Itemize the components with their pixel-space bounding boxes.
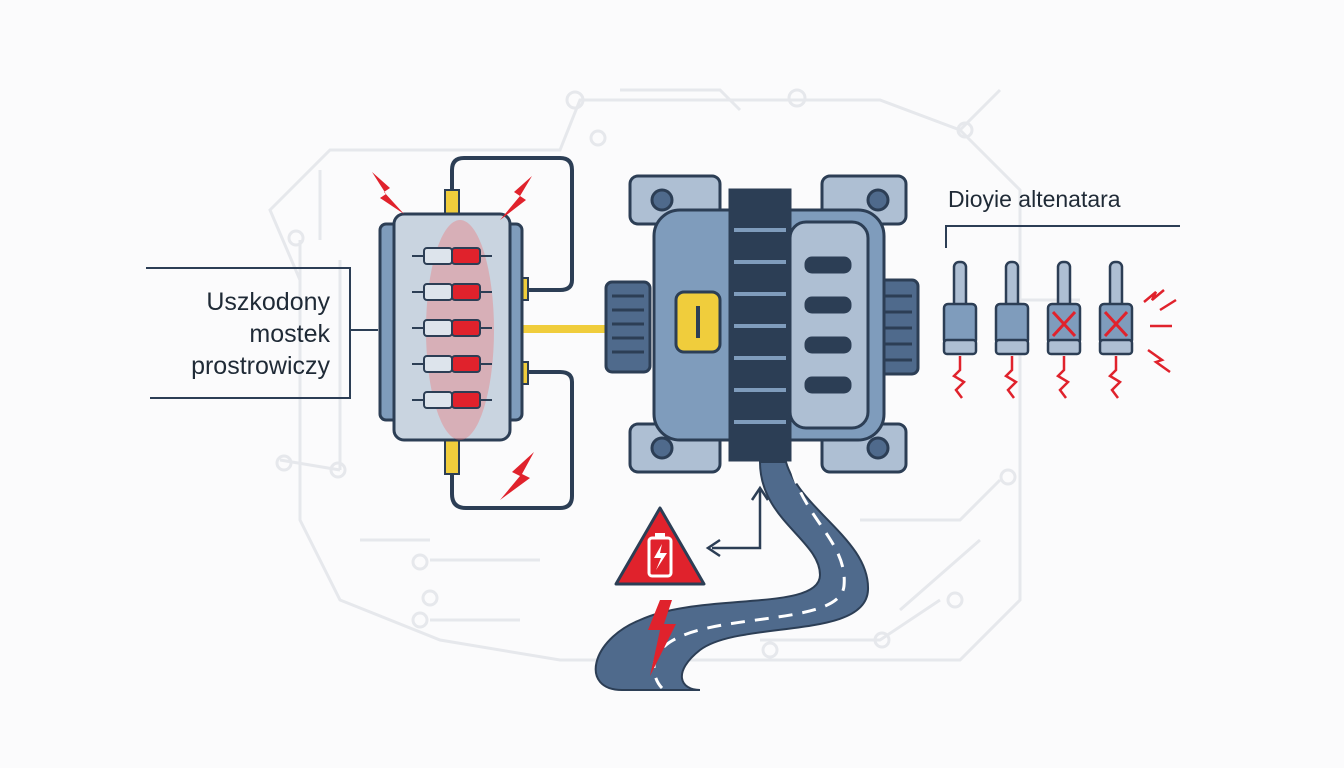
rectifier-bridge bbox=[378, 189, 529, 475]
rectifier-diode bbox=[412, 283, 492, 301]
power-connector bbox=[512, 325, 650, 333]
lightning-spark-icon bbox=[372, 172, 534, 500]
diode-failed bbox=[1098, 260, 1134, 399]
diode-ok bbox=[994, 260, 1030, 399]
diodes-label-bracket bbox=[945, 225, 1180, 248]
rectifier-diode bbox=[412, 319, 492, 337]
circuit-background bbox=[268, 88, 1080, 662]
rectifier-label-line-2: mostek bbox=[249, 320, 330, 348]
rectifier-label-bracket bbox=[146, 267, 378, 399]
rectifier-diode bbox=[412, 355, 492, 373]
rectifier-wiring bbox=[450, 156, 574, 510]
road-spark-icon bbox=[648, 600, 676, 676]
callout-arrow bbox=[712, 490, 762, 550]
diode-ok bbox=[942, 260, 978, 399]
rectifier-diode bbox=[412, 247, 492, 265]
diode-spark-icon bbox=[1143, 289, 1177, 374]
rectifier-label-line-3: prostrowiczy bbox=[191, 352, 330, 380]
diode-failed bbox=[1046, 260, 1082, 399]
battery-warning-icon bbox=[614, 506, 706, 586]
alternator-diodes-label: Dioyie altenatara bbox=[948, 186, 1121, 212]
alternator bbox=[604, 174, 920, 474]
diode-failed-x-icon bbox=[1051, 310, 1077, 338]
alternator-diode-row bbox=[942, 260, 1177, 399]
rectifier-bridge-label: Uszkodony mostek prostrowiczy bbox=[150, 286, 330, 382]
diode-failed-x-icon bbox=[1103, 310, 1129, 338]
rectifier-label-line-1: Uszkodony bbox=[206, 288, 330, 316]
rectifier-diode bbox=[412, 391, 492, 409]
